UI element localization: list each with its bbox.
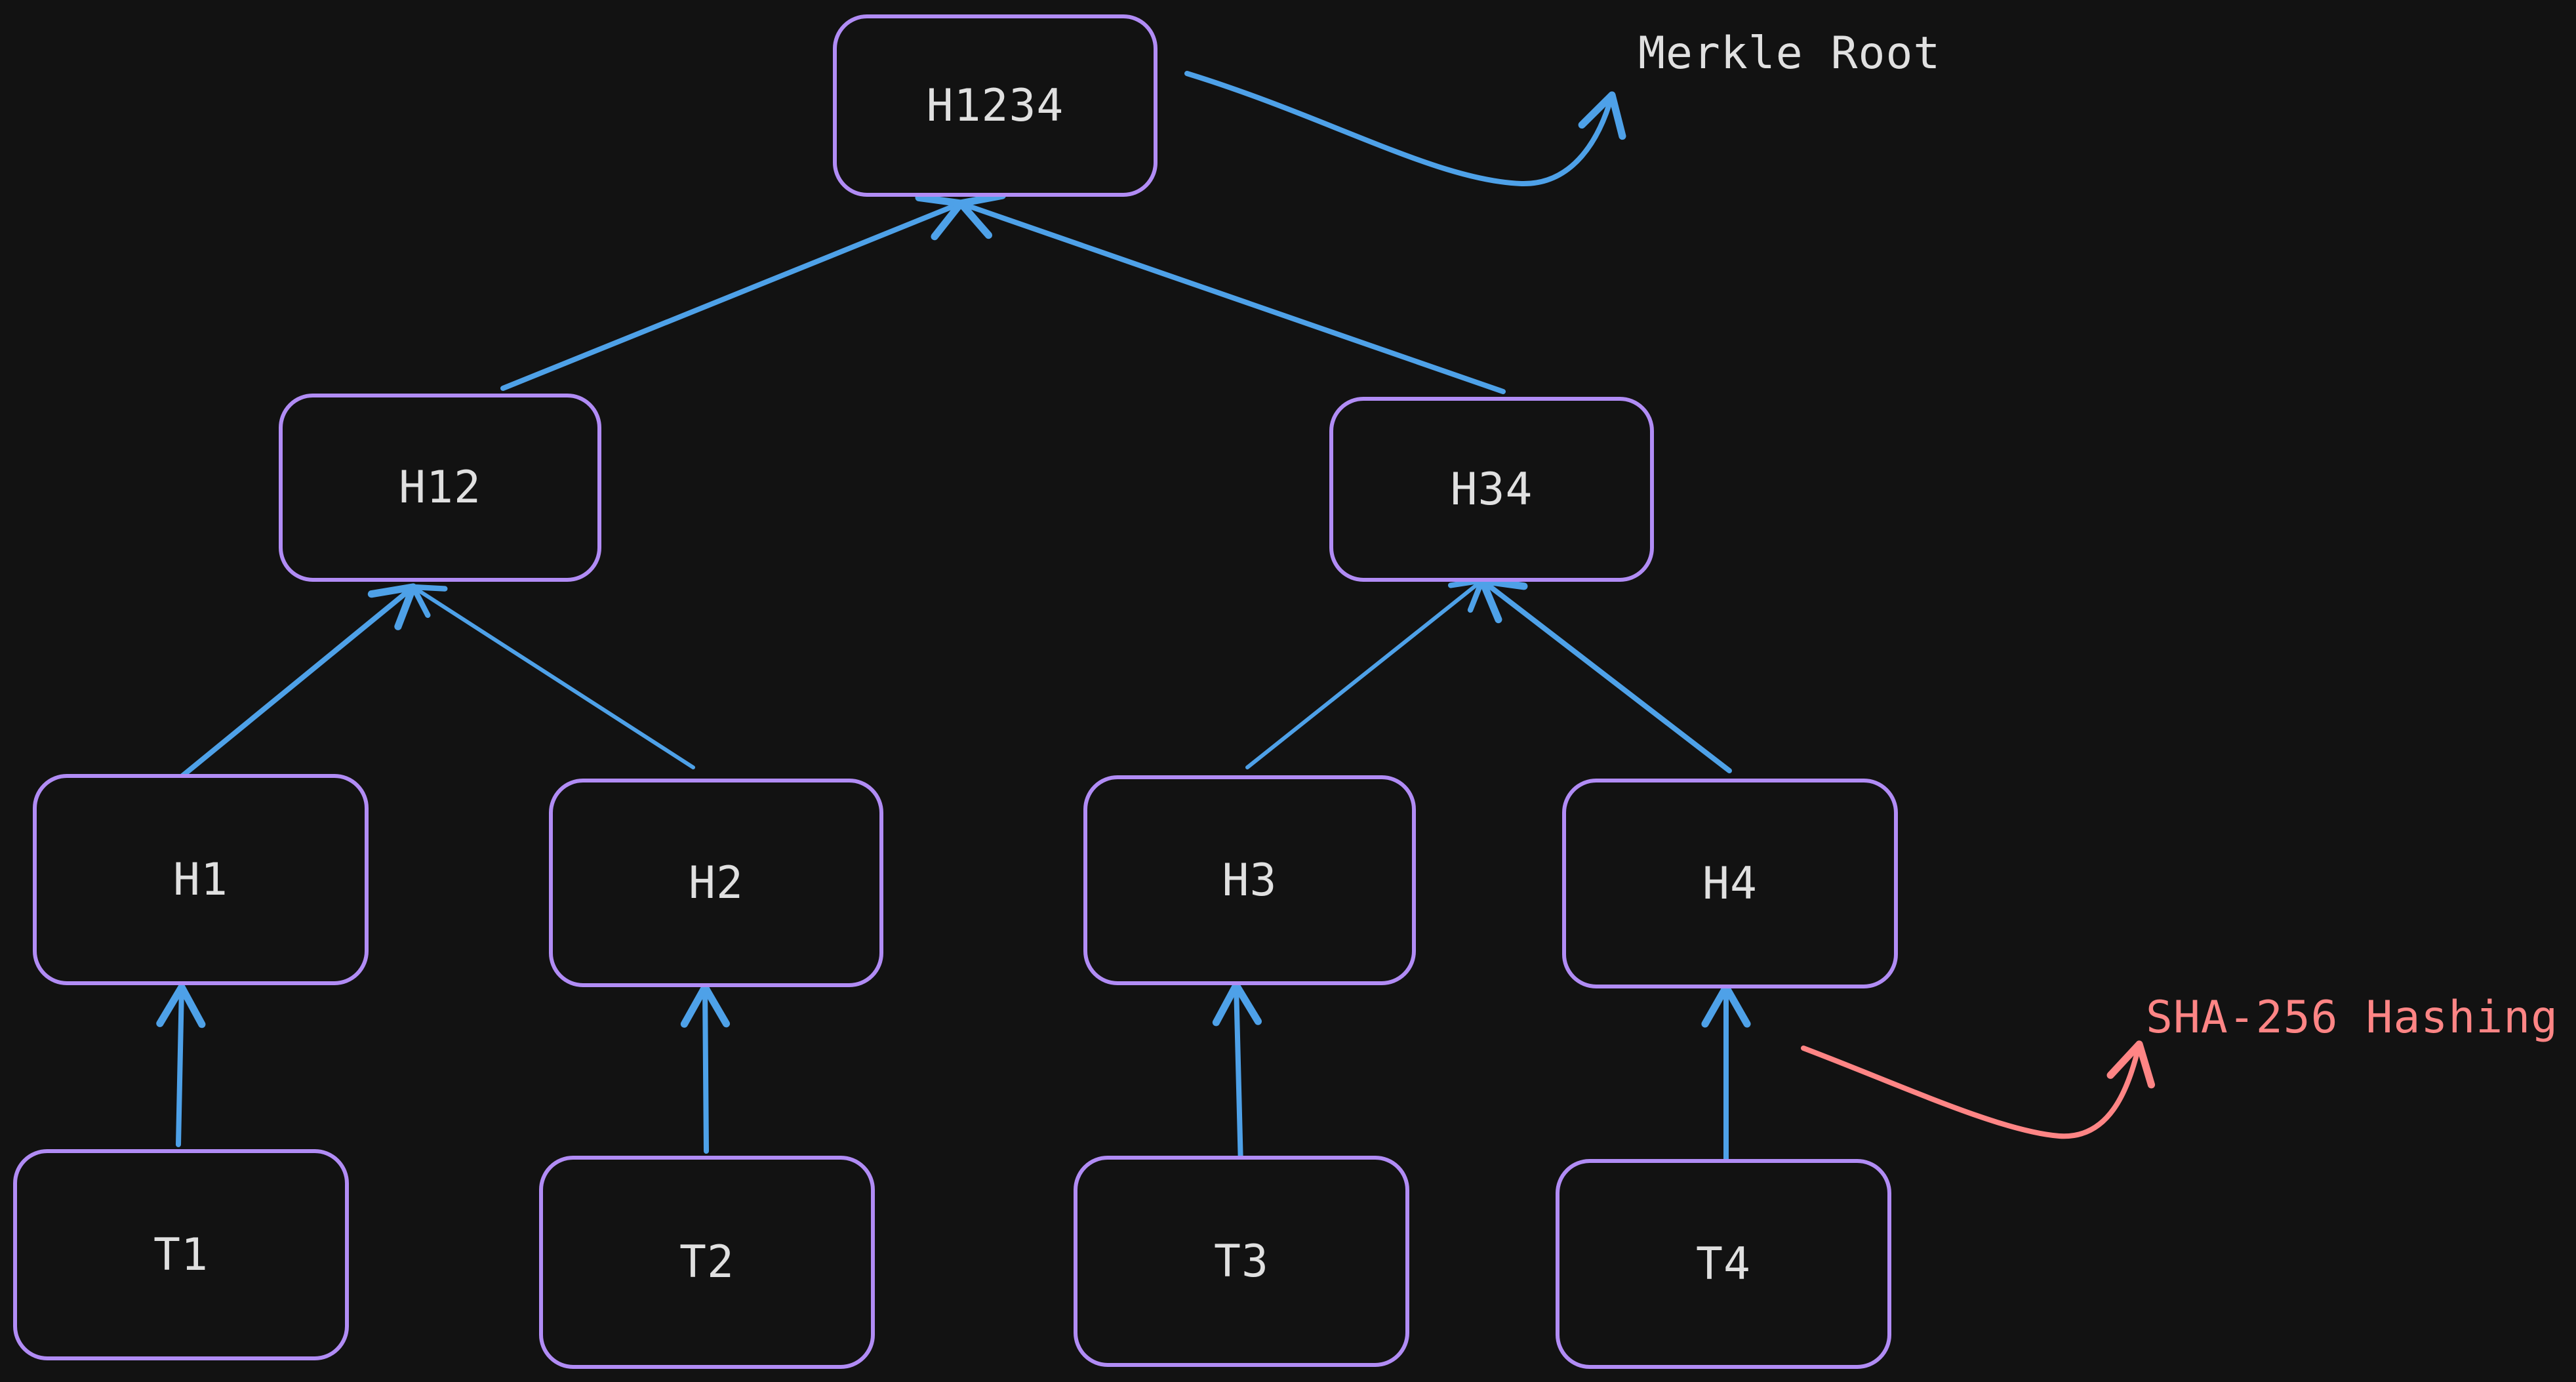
edge-h4-h34 [1478,577,1732,773]
edge-t1-h1 [156,983,206,1147]
edge-h34-h1234 [957,192,1506,394]
edge-t3-h3 [1212,981,1262,1169]
node-label: H4 [1702,857,1758,910]
node-t2: T2 [539,1156,875,1369]
node-t3: T3 [1074,1156,1409,1367]
node-h34: H34 [1329,397,1654,582]
node-h2: H2 [549,779,883,987]
node-label: T2 [679,1236,735,1288]
node-h1: H1 [33,774,369,985]
node-label: H2 [689,857,744,909]
merkle-root-arrow [1184,71,1626,187]
node-h4: H4 [1562,779,1898,988]
sha256-arrow [1801,1040,2156,1139]
node-h12: H12 [279,394,601,582]
edge-h2-h12 [410,584,695,769]
merkle-root-label: Merkle Root [1638,28,1941,79]
node-label: H12 [399,462,481,514]
edge-h1-h12 [180,583,417,779]
node-h1234: H1234 [833,14,1157,197]
node-label: H34 [1450,463,1533,516]
edge-t2-h2 [680,983,731,1154]
node-label: H3 [1222,854,1278,906]
node-h3: H3 [1083,775,1416,985]
node-label: H1234 [926,79,1064,132]
edge-h12-h1234 [500,193,965,391]
node-t1: T1 [13,1149,349,1360]
node-label: H1 [173,853,228,906]
sha256-label: SHA-256 Hashing [2146,992,2559,1044]
node-label: T1 [153,1229,209,1281]
node-label: T3 [1214,1235,1269,1288]
node-label: T4 [1696,1238,1751,1290]
node-t4: T4 [1556,1159,1891,1369]
edge-h3-h34 [1245,577,1485,769]
